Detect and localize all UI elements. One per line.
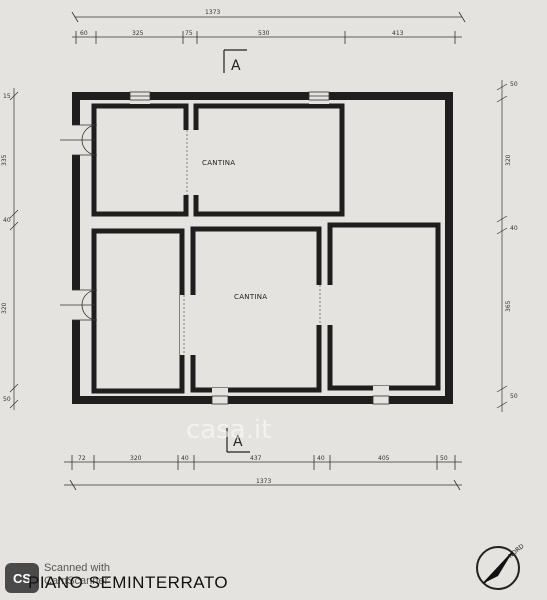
left-dim-2: 335 <box>1 154 8 166</box>
bottom-total-dimension <box>64 479 462 491</box>
entrance-doors <box>60 124 98 321</box>
left-dim-4: 320 <box>1 302 8 314</box>
right-dim-5: 50 <box>510 393 518 400</box>
right-dim-1: 50 <box>510 81 518 88</box>
windows <box>129 91 390 405</box>
right-dim-4: 365 <box>505 300 512 312</box>
top-total-dimension <box>71 11 466 23</box>
bottom-dim-4: 437 <box>250 455 262 462</box>
room-label-cantina-upper: CANTINA <box>202 159 235 167</box>
bottom-dim-5: 40 <box>317 455 325 462</box>
camscanner-caption: Scanned with CamScanner <box>44 562 110 588</box>
door-thresholds <box>183 130 321 355</box>
right-dim-3: 40 <box>510 225 518 232</box>
top-total-label: 1373 <box>205 9 220 16</box>
right-dim-2: 320 <box>505 154 512 166</box>
left-dim-5: 50 <box>3 396 11 403</box>
bottom-dim-6: 405 <box>378 455 390 462</box>
watermark: casa.it <box>186 415 271 445</box>
bottom-dim-1: 72 <box>78 455 86 462</box>
room-label-cantina-lower: CANTINA <box>234 293 267 301</box>
section-marker-top-label: A <box>231 58 241 74</box>
north-arrow-icon: NORD <box>476 543 526 590</box>
right-dimension <box>496 80 508 412</box>
section-marker-bottom-label: A <box>233 434 243 450</box>
exterior-walls <box>72 92 453 404</box>
plan-title: PIANO SEMINTERRATO <box>28 573 229 592</box>
top-dim-4: 530 <box>258 30 270 37</box>
bottom-dim-2: 320 <box>130 455 142 462</box>
top-dim-3: 75 <box>185 30 193 37</box>
top-segment-dimension <box>72 31 462 44</box>
bottom-dim-7: 50 <box>440 455 448 462</box>
top-dim-5: 413 <box>392 30 404 37</box>
top-dim-2: 325 <box>132 30 144 37</box>
bottom-segment-dimension <box>64 455 462 470</box>
left-dim-3: 40 <box>3 217 11 224</box>
bottom-dim-3: 40 <box>181 455 189 462</box>
top-dim-1: 60 <box>80 30 88 37</box>
left-dimension <box>9 88 19 410</box>
camscanner-logo: CS <box>5 563 39 593</box>
section-marker-bottom <box>226 428 250 453</box>
camscanner-line1: Scanned with <box>44 562 111 574</box>
left-dim-1: 15 <box>3 93 11 100</box>
bottom-total-label: 1373 <box>256 478 271 485</box>
section-marker-top <box>223 49 247 73</box>
camscanner-line2: CamScanner <box>44 575 109 587</box>
interior-walls <box>91 103 441 394</box>
